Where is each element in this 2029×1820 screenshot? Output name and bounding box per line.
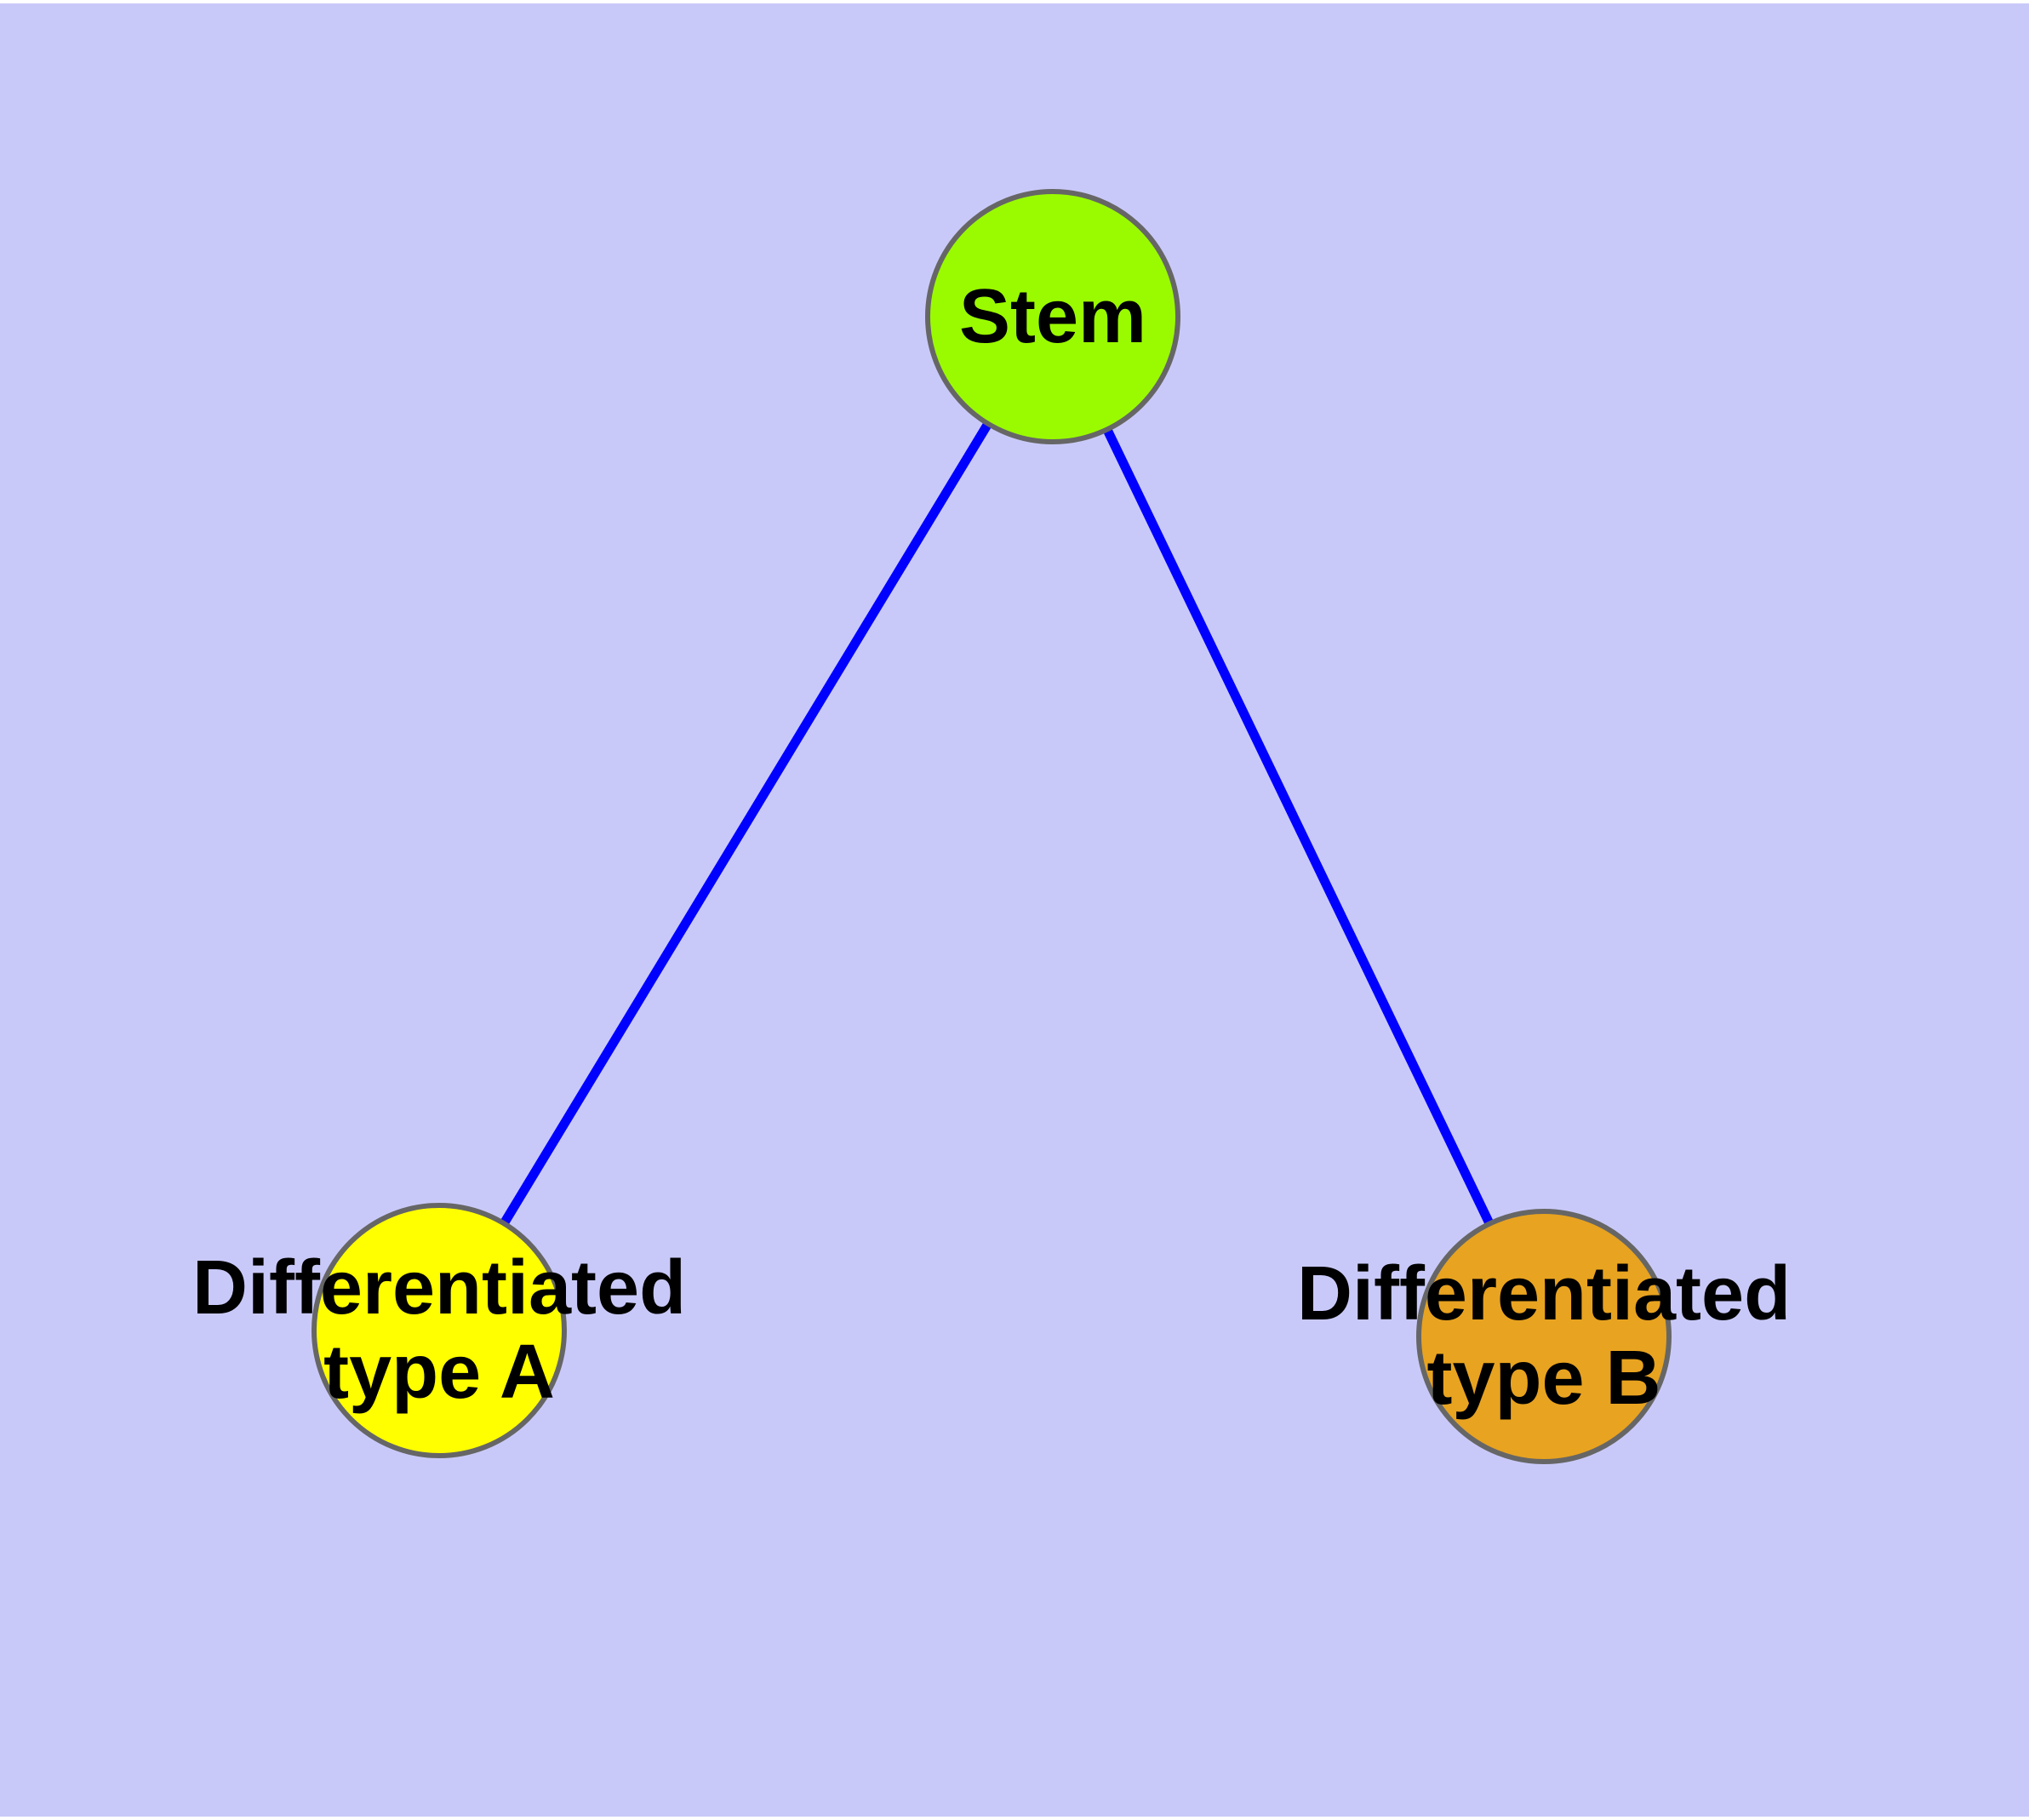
- node-differentiated-type-a-label: Differentiated type A: [192, 1246, 686, 1415]
- node-differentiated-type-a-label-line2: type A: [323, 1330, 555, 1415]
- node-differentiated-type-b-label-line1: Differentiated: [1296, 1251, 1792, 1336]
- node-stem-label: Stem: [958, 273, 1147, 359]
- bottom-margin: [0, 1817, 2029, 1820]
- node-differentiated-type-b-label: Differentiated type B: [1297, 1252, 1791, 1421]
- node-differentiated-type-b-label-line2: type B: [1426, 1336, 1661, 1421]
- node-differentiated-type-b: Differentiated type B: [1297, 1209, 1791, 1464]
- node-stem: Stem: [925, 189, 1180, 444]
- node-stem-label-line1: Stem: [958, 273, 1147, 359]
- node-differentiated-type-a-label-line1: Differentiated: [191, 1245, 687, 1331]
- edge-stem-to-type-a: [435, 314, 1057, 1333]
- node-differentiated-type-a: Differentiated type A: [192, 1203, 686, 1458]
- top-margin: [0, 0, 2029, 3]
- edge-stem-to-type-b: [1049, 314, 1548, 1339]
